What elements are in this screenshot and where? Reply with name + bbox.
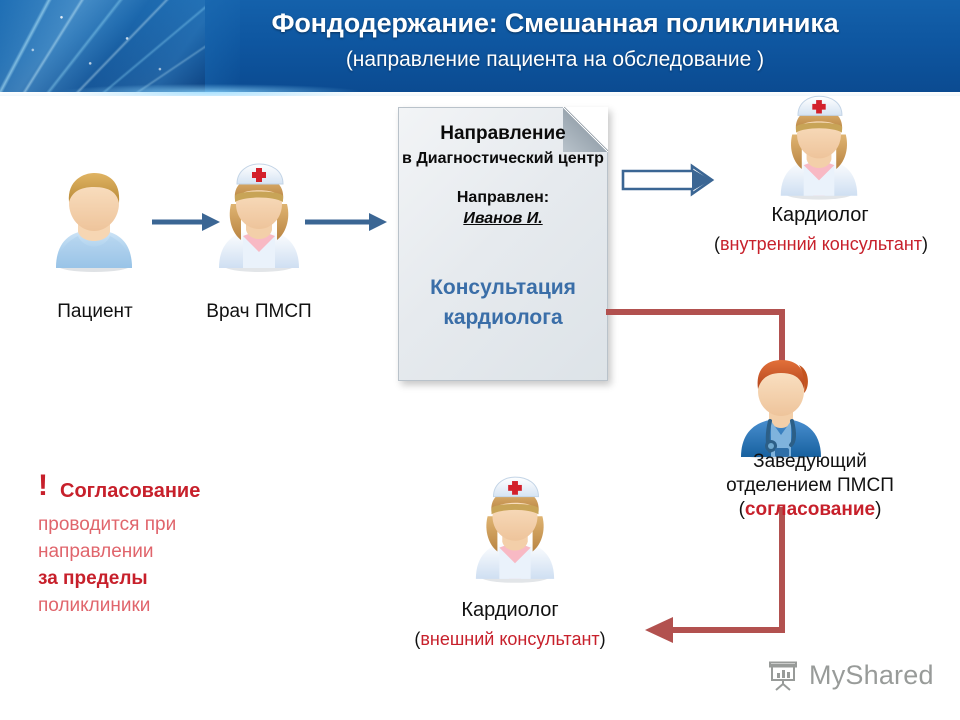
document-fold-crease: [564, 107, 608, 151]
paren-close: ): [599, 629, 606, 649]
page-subtitle: (направление пациента на обследование ): [345, 48, 765, 71]
paren-open: (: [414, 629, 421, 649]
paren-open: (: [713, 234, 720, 254]
document-patient-name: Иванов И.: [463, 210, 543, 227]
document-referred-label: Направлен:: [456, 189, 550, 206]
external-cardiologist-sublabel: (внешний консультант): [390, 627, 630, 651]
department-head-label-line1: Заведующий: [753, 451, 867, 472]
watermark-text: MyShared: [809, 660, 934, 690]
slide-header: Фондодержание: Смешанная поликлиника (на…: [0, 0, 960, 96]
paren-open: (: [738, 499, 745, 520]
document-service: Консультация кардиолога: [430, 276, 576, 329]
nurse-avatar-internal-cardiologist: [775, 92, 863, 200]
myshared-watermark: MyShared: [768, 660, 934, 691]
exclamation-icon: !: [38, 469, 48, 502]
external-cardiologist-role: внешний консультант: [420, 629, 600, 649]
paren-close: ): [922, 234, 929, 254]
header-glow: [60, 84, 360, 96]
note-line-4: поликлиники: [38, 595, 151, 616]
document-destination: в Диагностический центр: [402, 150, 604, 167]
internal-cardiologist-label: Кардиолог: [771, 204, 869, 226]
presentation-board-icon: [769, 661, 797, 691]
nurse-avatar-pmsp: [213, 160, 305, 272]
arrow-patient-to-doctor: [152, 213, 220, 231]
department-head-role: согласование: [744, 499, 876, 520]
header-bottom-strip: [0, 92, 960, 96]
arrow-hollow-to-internal-cardiologist: [621, 163, 715, 197]
note-title: Согласование: [60, 480, 201, 502]
note-line-3-bold: за пределы: [38, 568, 148, 589]
pmsp-doctor-label: Врач ПМСП: [206, 301, 312, 322]
patient-label: Пациент: [57, 301, 133, 322]
header-banner-right: [150, 0, 960, 96]
document-heading: Направление: [440, 123, 566, 144]
paren-close: ): [875, 499, 882, 520]
external-cardiologist-label: Кардиолог: [461, 599, 559, 621]
note-body: проводится при направлении за пределы по…: [38, 511, 288, 619]
doctor-avatar-department-head: [733, 355, 829, 460]
referral-document-card[interactable]: Направление в Диагностический центр Напр…: [398, 107, 608, 381]
department-head-sublabel: (согласование): [672, 498, 948, 522]
patient-avatar: [48, 168, 140, 272]
nurse-avatar-external-cardiologist: [470, 473, 560, 583]
page-title: Фондодержание: Смешанная поликлиника: [271, 8, 839, 38]
internal-cardiologist-sublabel: (внутренний консультант): [690, 232, 952, 256]
note-line-2: направлении: [38, 541, 154, 562]
header-banner-left: [0, 0, 205, 96]
arrow-doctor-to-document: [305, 213, 387, 231]
note-line-1: проводится при: [38, 514, 177, 535]
department-head-label-line2: отделением ПМСП: [726, 475, 894, 496]
internal-cardiologist-role: внутренний консультант: [719, 234, 923, 254]
